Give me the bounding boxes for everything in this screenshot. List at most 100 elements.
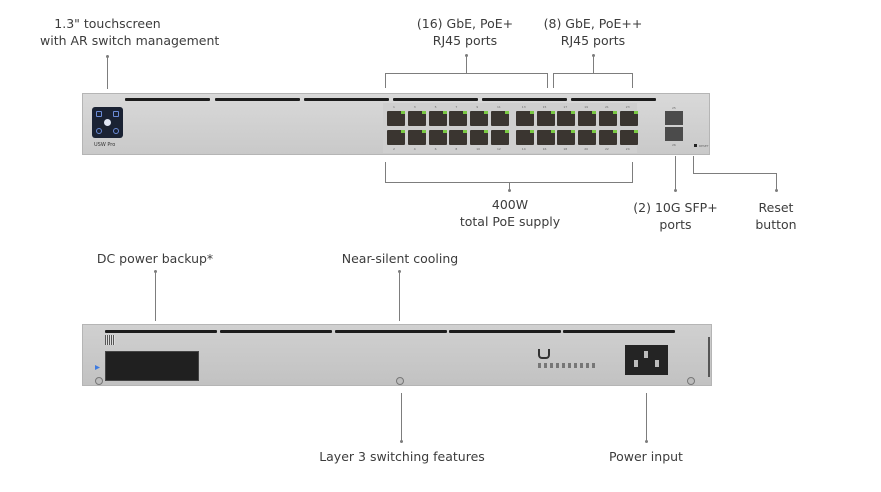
port-label: 20 — [584, 147, 589, 151]
rj45-port-4[interactable] — [407, 130, 426, 145]
rear-edge-mark — [708, 337, 710, 377]
rj45-port-18[interactable] — [557, 130, 576, 145]
sfp-port-26[interactable] — [665, 127, 683, 141]
switch-rear-panel — [82, 324, 712, 386]
port-label: 19 — [584, 105, 589, 109]
rj45-port-14[interactable] — [515, 130, 534, 145]
vent-slot — [482, 98, 567, 101]
poe-supply-label-line2: total PoE supply — [459, 214, 561, 229]
rj45-port-13[interactable] — [515, 111, 534, 126]
reset-button[interactable] — [694, 144, 697, 147]
port-label: 12 — [497, 147, 501, 151]
power-input-leader — [646, 393, 647, 441]
rj45-port-23[interactable] — [619, 111, 638, 126]
rj45-port-5[interactable] — [428, 111, 447, 126]
vent-slot — [125, 98, 210, 101]
port-label: 5 — [434, 105, 437, 109]
rj45-port-1[interactable] — [387, 111, 405, 126]
vent-slot — [563, 330, 675, 333]
reset-callout-line1: Reset — [758, 200, 794, 215]
vent-slot — [105, 330, 217, 333]
rj45-port-6[interactable] — [428, 130, 447, 145]
rj45-port-12[interactable] — [491, 130, 509, 145]
poe-supply-leader-dot — [508, 189, 511, 192]
reset-leader-dot — [775, 189, 778, 192]
port-label: 22 — [605, 147, 609, 151]
screen-icon — [96, 128, 102, 134]
sfp-callout-label: (2) 10G SFP+ ports — [628, 199, 723, 233]
vent-slot — [571, 98, 656, 101]
poe-supply-bracket-left — [385, 162, 386, 183]
sfp-label: 25 — [672, 106, 676, 110]
vent-slot — [220, 330, 332, 333]
poe-plusplus-bracket — [553, 73, 633, 74]
touchscreen-leader — [107, 56, 108, 89]
layer3-leader — [401, 393, 402, 441]
vent-slot — [393, 98, 478, 101]
screw-icon — [687, 377, 695, 385]
touchscreen-display[interactable] — [92, 107, 123, 138]
screen-icon — [96, 111, 102, 117]
port-label: 17 — [563, 105, 568, 109]
rj45-port-16[interactable] — [536, 130, 555, 145]
iec-power-inlet[interactable] — [625, 345, 668, 375]
rj45-port-2[interactable] — [387, 130, 405, 145]
rj45-port-24[interactable] — [619, 130, 638, 145]
port-label: 14 — [521, 147, 526, 151]
power-input-leader-dot — [645, 440, 648, 443]
poe-supply-bracket-right — [632, 162, 633, 183]
rj45-port-22[interactable] — [599, 130, 617, 145]
rj45-port-15[interactable] — [536, 111, 555, 126]
port-label: 2 — [393, 147, 395, 151]
ubiquiti-logo-icon — [538, 349, 550, 359]
dc-power-backup-port[interactable] — [105, 351, 199, 381]
qr-code-icon — [105, 335, 115, 345]
power-input-label: Power input — [609, 449, 683, 464]
poe-plusplus-label: (8) GbE, PoE++ RJ45 ports — [543, 15, 643, 49]
port-label: 1 — [393, 105, 395, 109]
poe-supply-label-line1: 400W — [491, 197, 529, 212]
sfp-leader — [675, 156, 676, 190]
sfp-leader-dot — [674, 189, 677, 192]
certification-marks-icon — [538, 363, 598, 368]
rj45-port-9[interactable] — [470, 111, 489, 126]
poe-plus-label: (16) GbE, PoE+ RJ45 ports — [415, 15, 515, 49]
poe-plus-bracket — [385, 73, 548, 74]
rj45-port-8[interactable] — [449, 130, 468, 145]
port-label: 9 — [476, 105, 479, 109]
port-label: 10 — [476, 147, 481, 151]
dc-backup-label: DC power backup* — [96, 251, 214, 266]
layer3-label: Layer 3 switching features — [319, 449, 485, 464]
poe-plus-leader — [466, 55, 467, 74]
vent-slot — [449, 330, 561, 333]
screen-icon — [113, 111, 119, 117]
power-pin — [634, 360, 638, 367]
screw-icon — [396, 377, 404, 385]
cooling-label: Near-silent cooling — [341, 251, 459, 266]
screen-icon — [113, 128, 119, 134]
rj45-port-10[interactable] — [470, 130, 489, 145]
rj45-port-20[interactable] — [578, 130, 597, 145]
poe-plusplus-label-line1: (8) GbE, PoE++ — [543, 16, 643, 31]
rj45-port-11[interactable] — [491, 111, 509, 126]
sfp-port-25[interactable] — [665, 111, 683, 125]
rj45-port-17[interactable] — [557, 111, 576, 126]
rj45-port-21[interactable] — [599, 111, 617, 126]
reset-leader-v2 — [776, 173, 777, 190]
port-label: 24 — [625, 147, 630, 151]
screen-center-button — [104, 119, 111, 126]
port-label: 23 — [625, 105, 630, 109]
vent-slot — [304, 98, 389, 101]
reset-leader-v1 — [693, 156, 694, 174]
power-pin — [655, 360, 659, 367]
poe-plus-label-line2: RJ45 ports — [432, 33, 498, 48]
rj45-port-7[interactable] — [449, 111, 468, 126]
layer3-leader-dot — [400, 440, 403, 443]
rj45-port-19[interactable] — [578, 111, 597, 126]
rj45-port-3[interactable] — [407, 111, 426, 126]
touchscreen-label-line2: with AR switch management — [40, 33, 220, 48]
poe-supply-label: 400W total PoE supply — [450, 196, 570, 230]
poe-plus-label-line1: (16) GbE, PoE+ — [416, 16, 514, 31]
sfp-label: 26 — [672, 143, 676, 147]
